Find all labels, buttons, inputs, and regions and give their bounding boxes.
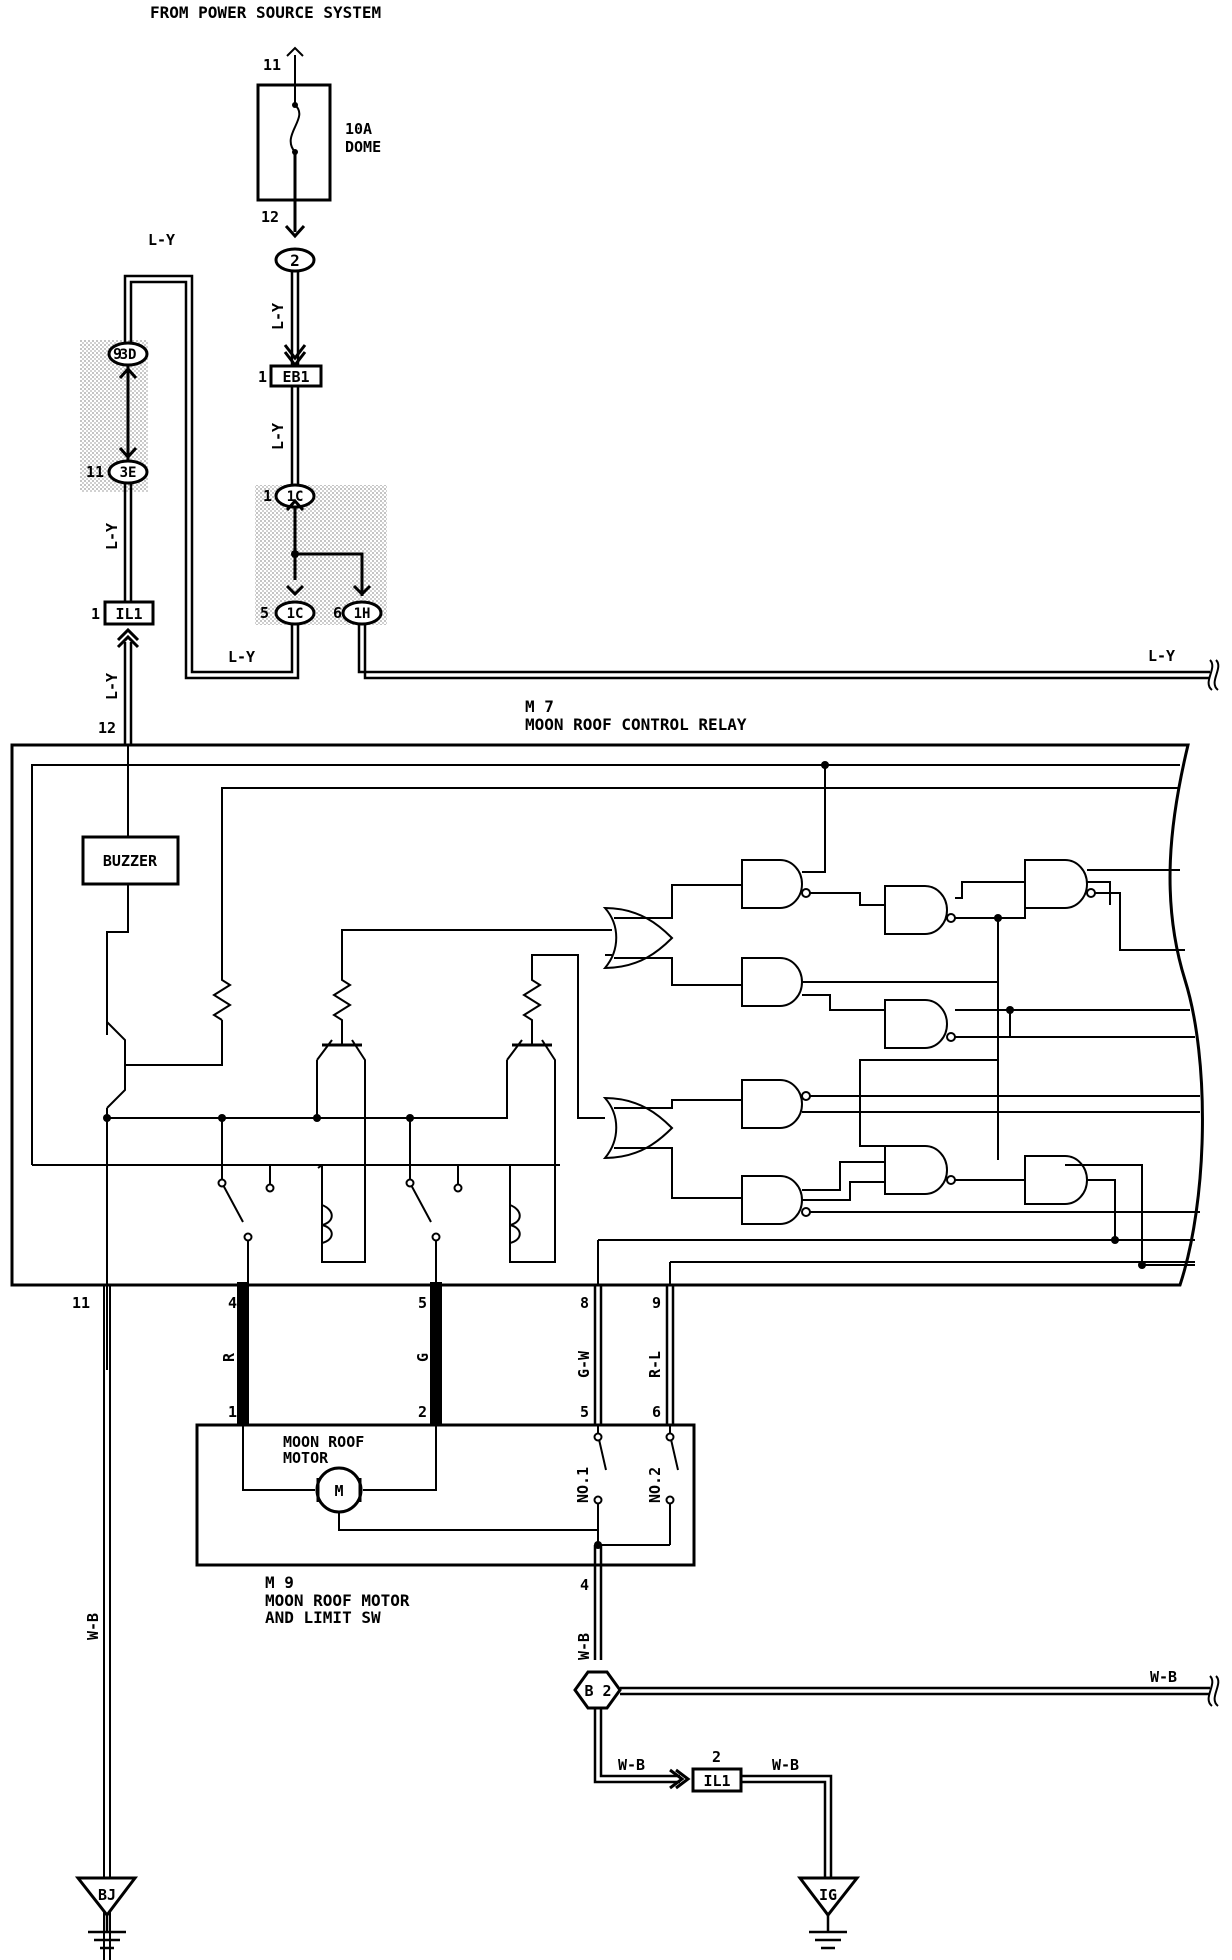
connector-3e	[107, 459, 149, 485]
connector-il1-bottom	[691, 1767, 743, 1793]
connector-2	[274, 247, 316, 273]
connector-2-label: 2	[290, 251, 300, 270]
connector-1h-label: 1H	[354, 606, 371, 622]
wire-ly-top: L-Y	[148, 231, 175, 249]
pin-5-1c: 5	[260, 604, 269, 622]
wire-ly-right: L-Y	[1148, 647, 1175, 665]
source-label: FROM POWER SOURCE SYSTEM	[150, 3, 381, 22]
connector-eb1	[269, 364, 323, 388]
pin-1-motor: 1	[228, 1403, 237, 1421]
wire-ly-v3: L-Y	[103, 523, 121, 550]
logic-gates	[741, 859, 1088, 1225]
motor-title-1: MOON ROOF	[283, 1433, 364, 1451]
buzzer	[81, 835, 180, 886]
moon-roof-motor-and-limit-switch	[195, 1423, 696, 1567]
connector-il1-bottom-label: IL1	[703, 1772, 730, 1790]
pin-1-1c: 1	[263, 487, 272, 505]
motor-name-2: AND LIMIT SW	[265, 1608, 381, 1627]
wire-ly-v4: L-Y	[103, 673, 121, 700]
wire-wb-v: W-B	[575, 1633, 593, 1660]
junction-b2-label: B 2	[584, 1682, 611, 1700]
connector-3e-label: 3E	[120, 465, 137, 481]
pin-5-motor: 5	[580, 1403, 589, 1421]
pin-1-il1: 1	[91, 605, 100, 623]
connector-1c-top-label: 1C	[287, 489, 304, 505]
motor-symbol-label: M	[334, 1482, 343, 1500]
wire-ly-v2: L-Y	[269, 423, 287, 450]
fuse-10a-dome	[256, 46, 332, 239]
connector-1h	[341, 600, 383, 626]
connector-il1-top-label: IL1	[115, 605, 142, 623]
pin-11-relay: 11	[72, 1294, 90, 1312]
motor-name-1: MOON ROOF MOTOR	[265, 1591, 410, 1610]
limit-switch-2: NO.2	[646, 1467, 664, 1503]
wire-wb-left: W-B	[84, 1613, 102, 1640]
wire-ly-v1: L-Y	[269, 303, 287, 330]
connector-il1-top	[103, 600, 155, 626]
wire-wb-h1: W-B	[618, 1756, 645, 1774]
wire-wb-right: W-B	[1150, 1668, 1177, 1686]
pin-2-motor: 2	[418, 1403, 427, 1421]
pin-9-relay: 9	[652, 1294, 661, 1312]
pin-5-relay: 5	[418, 1294, 427, 1312]
motor-code: M 9	[265, 1573, 294, 1592]
pin-12-fuse: 12	[261, 208, 279, 226]
moon-roof-control-relay	[10, 743, 1204, 1287]
pin-2-il1: 2	[712, 1748, 721, 1766]
fuse-name-label: DOME	[345, 138, 381, 156]
fuse-amp-label: 10A	[345, 120, 372, 138]
ground-bj-label: BJ	[98, 1886, 116, 1904]
pin-8-relay: 8	[580, 1294, 589, 1312]
pin-4-motor: 4	[580, 1576, 589, 1594]
pin-4-relay: 4	[228, 1294, 237, 1312]
pin-9: 9	[113, 345, 122, 363]
relay-name: MOON ROOF CONTROL RELAY	[525, 715, 747, 734]
limit-switch-1: NO.1	[574, 1467, 592, 1503]
wire-g: G	[414, 1353, 432, 1362]
pin-6-1h: 6	[333, 604, 342, 622]
ground-bj	[74, 1876, 139, 1950]
junction-b2	[573, 1670, 622, 1710]
relay-code: M 7	[525, 697, 554, 716]
wire-gw: G-W	[575, 1350, 593, 1378]
wire-ly-h1: L-Y	[228, 648, 255, 666]
ground-ig-label: IG	[819, 1886, 837, 1904]
pin-6-motor: 6	[652, 1403, 661, 1421]
pin-1-eb1: 1	[258, 368, 267, 386]
connector-1c-bottom-label: 1C	[287, 606, 304, 622]
wire-wb-h2: W-B	[772, 1756, 799, 1774]
pin-12-relay: 12	[98, 719, 116, 737]
buzzer-label: BUZZER	[103, 852, 158, 870]
pin-11-3e: 11	[86, 463, 104, 481]
connector-1c-bottom	[274, 600, 316, 626]
wire-r: R	[220, 1352, 238, 1362]
wire-rl: R-L	[646, 1351, 664, 1378]
connector-eb1-label: EB1	[282, 368, 309, 386]
pin-11-top: 11	[263, 56, 281, 74]
ground-ig	[796, 1876, 861, 1950]
motor-title-2: MOTOR	[283, 1449, 329, 1467]
connector-3d-label: 3D	[120, 347, 137, 363]
